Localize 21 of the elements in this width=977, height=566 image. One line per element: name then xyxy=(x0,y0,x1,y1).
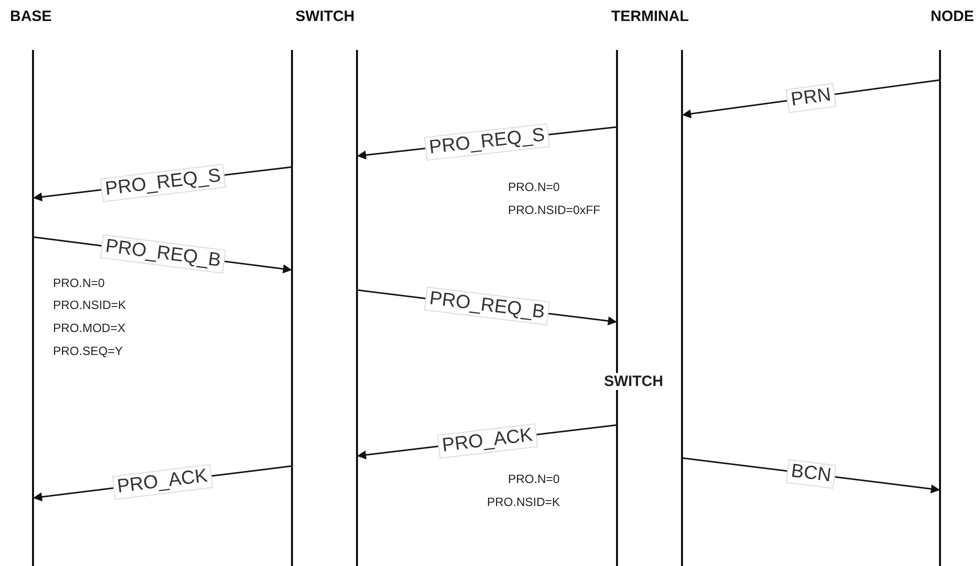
message-label: PRO_REQ_S xyxy=(424,122,550,160)
message-label: PRN xyxy=(786,82,837,113)
participant-name: TERMINAL xyxy=(611,8,689,25)
parameter-text: PRO.NSID=0xFF xyxy=(508,203,600,217)
message-label: PRO_REQ_B xyxy=(99,234,226,274)
parameter-text: PRO.NSID=K xyxy=(53,298,126,312)
message-label: BCN xyxy=(786,459,836,489)
participant-name: BASE xyxy=(10,8,52,25)
parameter-text: PRO.MOD=X xyxy=(53,321,126,335)
participant-name: NODE xyxy=(930,8,974,25)
parameter-text: PRO.N=0 xyxy=(508,180,560,194)
message-label: PRO_ACK xyxy=(436,422,538,458)
message-label: PRO_ACK xyxy=(112,464,213,500)
role-label: SWITCH xyxy=(604,373,664,390)
message-label: PRO_REQ_B xyxy=(424,286,550,326)
parameter-text: PRO.SEQ=Y xyxy=(53,344,123,358)
parameter-text: PRO.N=0 xyxy=(53,276,105,290)
participant-name: SWITCH xyxy=(295,8,355,25)
parameter-text: PRO.N=0 xyxy=(508,472,560,486)
message-label: PRO_REQ_S xyxy=(100,163,226,202)
parameter-text: PRO.NSID=K xyxy=(487,495,560,509)
